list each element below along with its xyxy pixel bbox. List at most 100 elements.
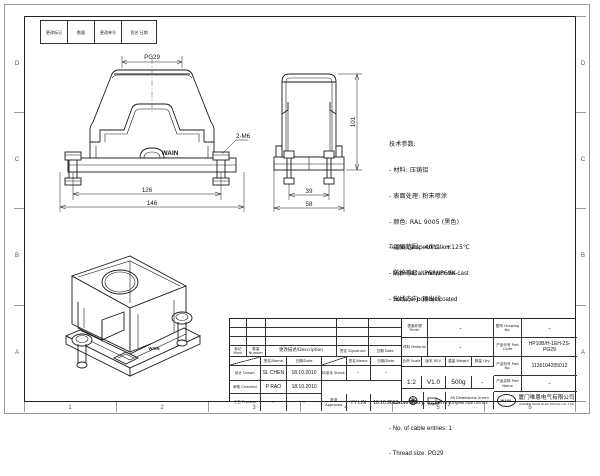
- brand-label-iso: WAIN: [149, 346, 160, 351]
- value-drawing-no: -: [522, 319, 577, 338]
- standard-name: -: [346, 366, 371, 381]
- role-process: 工艺 Process: [230, 394, 261, 411]
- corner-cell-mark: 更改标记: [41, 21, 68, 43]
- company-name-en: XIAMEN WAIN ELECTRICAL CO.,LTD: [519, 401, 574, 406]
- zone-label-right-a: A: [580, 350, 585, 356]
- spec-cn-line-2: - 颜色: RAL 9005 (黑色): [389, 218, 460, 226]
- corner-cell-sign-date: 签名 日期: [130, 29, 148, 35]
- spec-en-line-7: - Thread size: PG29: [389, 450, 444, 458]
- zone-tick: [208, 402, 209, 412]
- zone-tick: [392, 402, 393, 412]
- rev-cell: [337, 319, 370, 328]
- drawn-date: 18.10.2010: [287, 366, 322, 381]
- zone-label-left-b: B: [14, 253, 19, 259]
- side-view: 101 39 58: [262, 52, 382, 217]
- spec-cn-line-3: - 温度范围: -40℃ - +125℃: [389, 244, 470, 252]
- value-weight: 500g: [446, 376, 472, 389]
- sig-diag-cell-left: [230, 357, 261, 366]
- process-date: -: [287, 394, 322, 411]
- rev-cell: [369, 337, 401, 346]
- role-checked: 审核 Checked: [230, 381, 261, 394]
- zone-tick: [576, 16, 586, 17]
- dim-thread-label: PG29: [144, 54, 160, 61]
- dim-outer-front: 146: [147, 200, 158, 207]
- signature-row-checked: 审核 Checked P RAO 18.10.2010: [230, 381, 401, 394]
- revision-grid: 标记 Mark 数量 Number 更改描述/Description 签名 Si…: [230, 319, 402, 411]
- drawn-name: SL CHEN: [260, 366, 288, 381]
- approved-date: 18.10.2010: [373, 399, 399, 406]
- label-part-no: 产品料号 Part No.: [494, 357, 522, 376]
- rev-cell: [265, 337, 338, 346]
- drawing-sheet: 1 2 3 4 5 6 D C B A D C B A 更改标记 数量 更改单号…: [4, 4, 590, 458]
- row-scale-values: 1:2 V1.0 500g - 产品名称 Part Name -: [402, 376, 577, 392]
- dim-inner-front: 126: [142, 187, 153, 194]
- value-part-name: -: [522, 376, 577, 392]
- signature-row-drawn: 设计 Drawn SL CHEN 18.10.2010 标准化 Stand. -…: [230, 366, 401, 381]
- spec-en-line-1: - Surface: powder-coated: [389, 295, 458, 303]
- company-seal-icon: WAIN: [496, 394, 516, 407]
- zone-label-left-a: A: [14, 350, 19, 356]
- value-part-code: HP10B/H-1EH-2S-PG29: [522, 338, 577, 357]
- units-note: All Dimensions in mm Original Size DIN A…: [446, 392, 494, 409]
- process-name: -: [261, 394, 288, 411]
- checked-filler: [347, 381, 371, 394]
- rev-cell: [265, 319, 338, 328]
- label-scale: 比例 Scale: [402, 357, 422, 367]
- role-standard: 标准化 Stand.: [321, 366, 347, 381]
- label-weight: 重量 Weight: [446, 357, 472, 367]
- zone-tick: [575, 402, 576, 412]
- row-footer: All Dimensions in mm Original Size DIN A…: [402, 392, 577, 409]
- spec-cn-line-1: - 表面处理: 粉末喷涂: [389, 192, 448, 200]
- role-approved: 批准 Approved: [322, 394, 347, 411]
- title-block: 标记 Mark 数量 Number 更改描述/Description 签名 Si…: [229, 318, 577, 411]
- zone-tick: [484, 402, 485, 412]
- revision-empty-row: [230, 319, 401, 328]
- value-qty: -: [472, 376, 494, 389]
- spec-cn-line-4: - 防护等级: IP68/IP69K: [389, 270, 456, 278]
- spec-en-line-6: - No. of cable entries: 1: [389, 424, 452, 432]
- rev-cell: [230, 319, 247, 328]
- label-part-name: 产品名称 Part Name: [494, 376, 522, 392]
- signature-subheader-row: 签名/Name 日期/Date 签名/Name 日期/Date: [230, 357, 401, 366]
- sig-diag-cell-right: [321, 357, 347, 366]
- rev-cell: [369, 319, 401, 328]
- row-scale-headers: 比例 Scale 版本 REV. 重量 Weight 数量 Qty. 产品料号 …: [402, 357, 577, 376]
- spec-cn-line-0: - 材料: 压铸铝: [389, 166, 429, 174]
- zone-label-bottom-5: 5: [436, 405, 440, 411]
- rev-cell: [246, 319, 266, 328]
- zone-label-bottom-3: 3: [252, 405, 256, 411]
- corner-cell-qty: 数量: [68, 21, 95, 43]
- zone-label-bottom-6: 6: [528, 405, 532, 411]
- zone-tick: [14, 305, 24, 306]
- value-finish: -: [428, 319, 494, 338]
- rev-header-number: 数量 Number: [246, 346, 266, 357]
- label-material: 材料 Material: [402, 338, 428, 357]
- spec-en-title: Technical specification:: [389, 244, 452, 252]
- rev-cell: [265, 328, 338, 337]
- zone-tick: [14, 112, 24, 113]
- value-material: -: [428, 338, 494, 357]
- standard-date: -: [370, 366, 401, 381]
- dim-inner-side: 39: [306, 188, 313, 195]
- first-angle-projection-icon: [424, 392, 446, 409]
- approved-name: YY LIN: [347, 394, 371, 411]
- sig-header-name-2: 签名/Name: [346, 357, 371, 366]
- rev-header-mark: 标记 Mark: [230, 346, 247, 357]
- label-finish: 表面处理 Finish: [402, 319, 428, 338]
- rev-cell: [230, 337, 247, 346]
- checked-filler: [322, 381, 347, 394]
- company-name-cn: 厦门唯恩电气有限公司: [518, 394, 575, 401]
- dim-bolt-label: 2-M6: [236, 133, 251, 140]
- label-part-code: 产品代号 Part Code: [494, 338, 522, 357]
- value-part-no: 1136104205012: [522, 357, 577, 376]
- rev-cell: [337, 337, 370, 346]
- zone-label-right-c: C: [580, 157, 586, 163]
- spec-en-line-0: - Material: aluminium die-cast: [389, 269, 469, 277]
- rev-header-date: 日期 Date: [369, 346, 401, 357]
- dim-height-side: 101: [350, 116, 357, 127]
- sig-header-date-2: 日期/Date: [370, 357, 401, 366]
- zone-label-right-d: D: [580, 61, 586, 67]
- zone-tick: [576, 208, 586, 209]
- value-scale: 1:2: [402, 376, 422, 389]
- rev-cell: [230, 328, 247, 337]
